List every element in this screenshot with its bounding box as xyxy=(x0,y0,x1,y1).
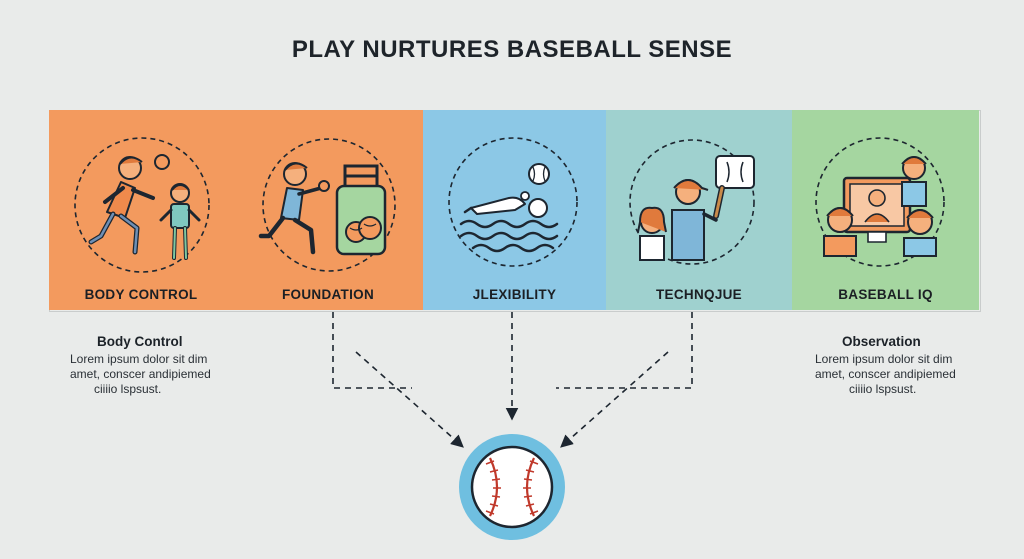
page-title: PLAY NURTURES BASEBALL SENSE xyxy=(291,36,733,63)
note-left-line: amet, conscer andipiemed xyxy=(70,367,211,381)
batter-with-bat-icon xyxy=(629,139,755,265)
baseball-icon xyxy=(459,434,565,540)
connector-foundation xyxy=(332,312,412,389)
panel-label-flexibility: JLEXIBILITY xyxy=(472,287,557,302)
running-children-icon xyxy=(74,137,210,273)
panel-label-baseball-iq: BASEBALL IQ xyxy=(838,287,933,302)
note-right-heading: Observation xyxy=(842,334,921,349)
note-right-line: amet, conscer andipiemed xyxy=(815,367,956,381)
panel-body-control: BODY CONTROL xyxy=(49,110,233,310)
connector-technique xyxy=(556,312,693,389)
note-left-line: Lorem ipsum dolor sit dim xyxy=(70,352,208,366)
panel-technique: TECHNQJUE xyxy=(606,110,792,310)
group-watching-screen-icon xyxy=(815,137,945,267)
swimmer-with-baseball-icon xyxy=(448,137,578,267)
connector-diagonal-right xyxy=(560,351,669,448)
note-right-body: Lorem ipsum dolor sit dim amet, conscer … xyxy=(815,352,975,397)
panel-label-foundation: FOUNDATION xyxy=(282,287,374,302)
note-right-line: ciiiio lspsust. xyxy=(849,382,917,396)
panel-label-technique: TECHNQJUE xyxy=(656,287,742,302)
connector-diagonal-left xyxy=(355,351,464,448)
note-left-heading: Body Control xyxy=(97,334,183,349)
note-left-line: ciiiio lspsust. xyxy=(94,382,162,396)
note-right-line: Lorem ipsum dolor sit dim xyxy=(815,352,953,366)
panel-baseball-iq: BASEBALL IQ xyxy=(792,110,979,310)
note-left-body: Lorem ipsum dolor sit dim amet, conscer … xyxy=(70,352,230,397)
panel-label-body-control: BODY CONTROL xyxy=(84,287,198,302)
running-child-with-ball-bag-icon xyxy=(258,138,396,272)
panel-foundation: FOUNDATION xyxy=(233,110,423,310)
panel-flexibility: JLEXIBILITY xyxy=(423,110,606,310)
